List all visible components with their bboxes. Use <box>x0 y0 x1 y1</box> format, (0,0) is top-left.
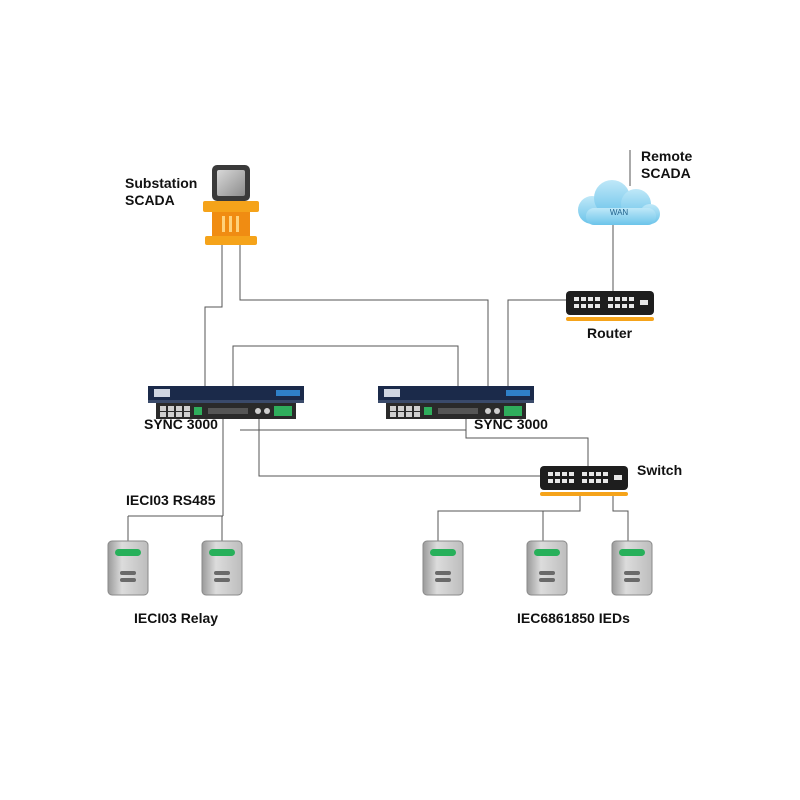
relay-device-1-icon <box>107 540 149 596</box>
wan-cloud-icon: WAN <box>578 180 660 225</box>
ied-device-2-icon <box>526 540 568 596</box>
remote-scada-label: Remote SCADA <box>641 148 693 181</box>
link-scada-to-sync-left <box>204 245 223 387</box>
scada-workstation-icon <box>203 165 259 245</box>
sync-left-label: SYNC 3000 <box>144 416 218 432</box>
rs485-label: IECI03 RS485 <box>126 492 216 508</box>
substation-scada-label: Substation SCADA <box>125 175 198 208</box>
wan-label: WAN <box>610 208 629 217</box>
ied-device-1-icon <box>422 540 464 596</box>
link-sync-right-to-switch <box>465 430 589 466</box>
link-switch-to-ied-3 <box>612 492 629 541</box>
link-sync-left-to-sync-right-top <box>232 345 459 387</box>
sync-3000-right-icon <box>378 386 534 419</box>
relay-group-label: IECI03 Relay <box>134 610 219 626</box>
link-sync-left-to-sync-right-bottom <box>240 419 467 431</box>
sync-3000-left-icon <box>148 386 304 419</box>
router-icon <box>566 291 654 321</box>
link-switch-to-ied-bus <box>437 492 581 541</box>
ied-group-label: IEC6861850 IEDs <box>517 610 630 626</box>
relay-device-2-icon <box>201 540 243 596</box>
network-switch-icon <box>540 466 628 496</box>
link-scada-to-sync-right <box>239 245 489 387</box>
router-label: Router <box>587 325 633 341</box>
switch-label: Switch <box>637 462 683 478</box>
ied-device-3-icon <box>611 540 653 596</box>
connection-lines <box>127 150 631 541</box>
link-router-to-sync-right <box>507 299 567 387</box>
link-sync-left-to-switch <box>258 419 540 477</box>
sync-right-label: SYNC 3000 <box>474 416 548 432</box>
